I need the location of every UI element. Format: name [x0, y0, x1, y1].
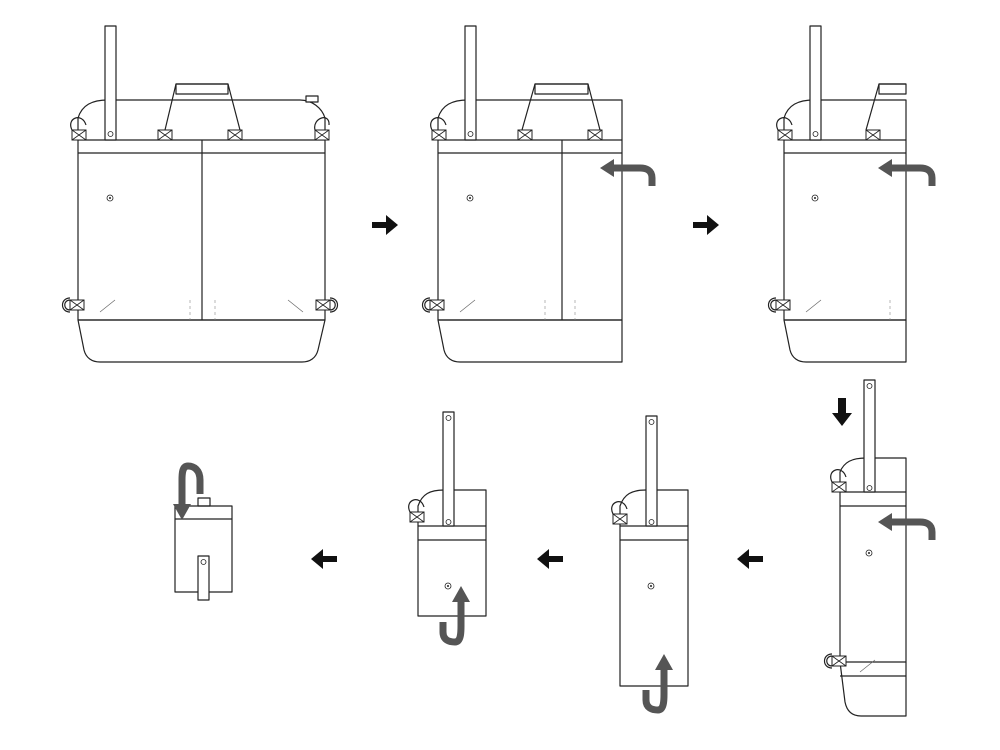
curved-fold-arrow-icon: [878, 159, 936, 186]
curved-fold-arrow-icon: [878, 513, 936, 540]
flow-arrow-2: [693, 215, 719, 235]
step-1-open-bag: [61, 25, 339, 363]
step-3-right-panel-folded: [767, 25, 936, 363]
flow-arrow-4: [537, 549, 563, 569]
curved-fold-arrow-icon: [439, 586, 470, 646]
curved-fold-arrow-icon: [600, 159, 656, 186]
curved-fold-arrow-icon: [173, 462, 204, 520]
flow-arrow-3: [737, 549, 763, 569]
flow-arrow-5: [311, 549, 337, 569]
down-arrow-icon: [832, 398, 852, 426]
step-4-fold-handle-down: [823, 379, 936, 717]
curved-fold-arrow-icon: [642, 654, 673, 714]
step-6-fold-bottom-up-again: [408, 411, 487, 646]
flow-arrow-1: [372, 215, 398, 235]
step-2-fold-right-panel: [421, 25, 656, 363]
step-7-fold-top-down: [173, 462, 233, 601]
step-5-fold-bottom-up: [611, 415, 689, 714]
